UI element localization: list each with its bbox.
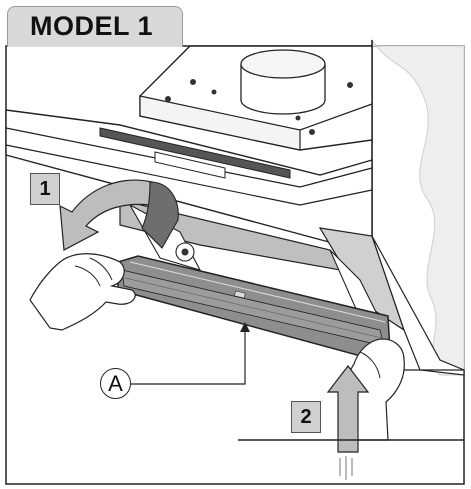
callout-leader-arrow <box>240 322 250 332</box>
callout-leader <box>131 324 246 385</box>
hood-body-line <box>299 167 373 188</box>
screw <box>190 79 196 85</box>
model-tab <box>7 6 183 47</box>
control-strip <box>99 127 291 179</box>
filter-line <box>124 277 383 339</box>
hood-body-line <box>5 144 301 206</box>
filter-flap <box>141 181 179 249</box>
push-arrow <box>326 365 370 453</box>
screw <box>309 129 315 135</box>
left-hand <box>29 253 136 331</box>
screw <box>165 96 171 102</box>
left-hand-finger <box>89 257 113 281</box>
right-hand-finger <box>359 351 381 379</box>
step-1-label: 1 <box>30 173 60 205</box>
filter-clip <box>234 290 246 299</box>
step-2-label: 2 <box>291 401 321 433</box>
hood-top-edge <box>299 103 373 131</box>
hinge-pin-inner <box>181 248 189 256</box>
callout-a-label: A <box>100 368 131 399</box>
duct-collar-top <box>240 49 326 79</box>
left-hand-finger <box>74 265 101 287</box>
screw <box>347 82 353 88</box>
rotate-arrow <box>59 179 153 251</box>
screw <box>295 115 301 121</box>
hood-body-line <box>299 189 373 206</box>
hood-top-front <box>139 95 301 151</box>
hood-side-slope <box>371 235 465 376</box>
control-display <box>154 151 226 179</box>
hood-body-line <box>5 127 301 188</box>
screw <box>211 89 217 95</box>
filter-line <box>129 261 386 323</box>
model-label: MODEL 1 <box>30 11 154 41</box>
hood-body-top <box>5 109 373 251</box>
